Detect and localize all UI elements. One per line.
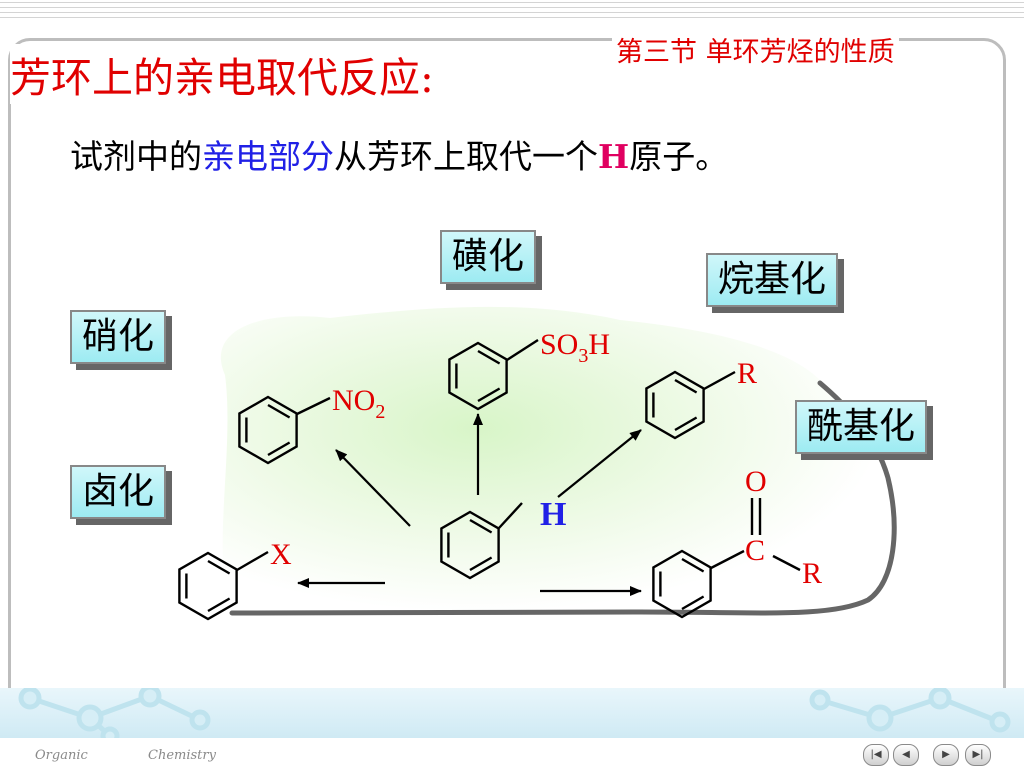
footer-chemistry: Chemistry [148, 748, 216, 763]
subtitle-text-2: 从芳环上取代一个 [334, 137, 598, 176]
reaction-boundary [229, 380, 897, 616]
label-nitration: 硝化 [70, 310, 167, 364]
subtitle-highlight-electrophile: 亲电部分 [202, 137, 334, 176]
acyl-oxygen-label: O [745, 465, 767, 498]
green-glow-blob [220, 306, 894, 612]
label-halogenation: 卤化 [70, 465, 167, 519]
subtitle-text-1: 试剂中的 [70, 137, 202, 176]
label-alkylation: 烷基化 [706, 253, 839, 307]
slide-subtitle: 试剂中的亲电部分从芳环上取代一个H原子。 [70, 130, 728, 178]
nav-next-button[interactable]: ▶ [933, 744, 959, 766]
acyl-carbon-label: C [745, 534, 765, 567]
section-label: 第三节 单环芳烃的性质 [612, 30, 899, 69]
label-acylation: 酰基化 [795, 400, 928, 454]
subtitle-highlight-h: H [598, 137, 630, 176]
footer-organic: Organic [35, 748, 88, 763]
nitro-group-label: NO2 [332, 384, 385, 423]
halogen-x-label: X [270, 538, 292, 571]
nav-first-button[interactable]: |◀ [863, 744, 889, 766]
subtitle-text-3: 原子。 [629, 137, 729, 176]
nav-prev-button[interactable]: ◀ [893, 744, 919, 766]
nav-last-button[interactable]: ▶| [965, 744, 991, 766]
molecule-decor-band [0, 684, 1024, 746]
molecule-decor-icon [18, 684, 1011, 746]
alkyl-r-label: R [737, 357, 757, 390]
sulfo-group-label: SO3H [540, 328, 610, 367]
center-h-label: H [540, 496, 566, 533]
arrow-to-nitration [335, 449, 411, 527]
label-sulfonation: 磺化 [440, 230, 537, 284]
acyl-r-label: R [802, 557, 822, 590]
top-stripes [0, 0, 1024, 22]
slide-title: 芳环上的亲电取代反应: [10, 44, 442, 104]
arrow-to-alkylation [557, 429, 642, 498]
